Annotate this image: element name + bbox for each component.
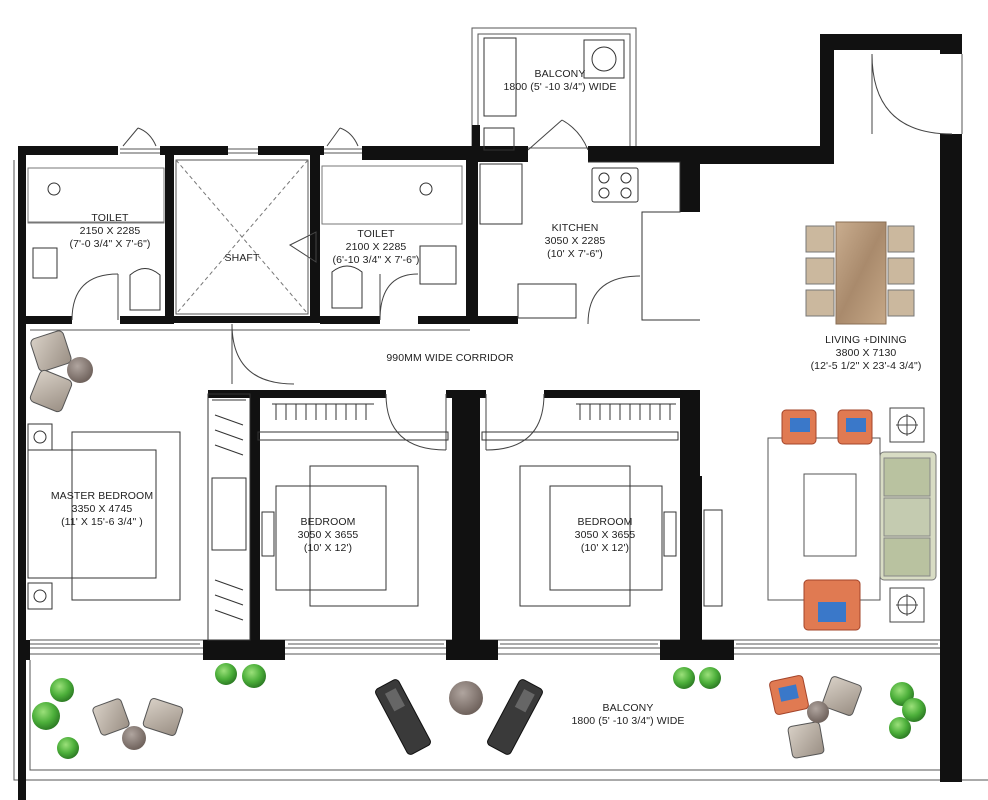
- kitchen-size-mm: 3050 X 2285: [544, 235, 606, 247]
- corridor-label: 990MM WIDE CORRIDOR: [386, 352, 513, 365]
- living-size-mm: 3800 X 7130: [835, 347, 897, 359]
- corridor-chairs: [29, 330, 93, 413]
- toilet-left-name: TOILET: [91, 212, 129, 224]
- toilet-left-size-ft: (7'-0 3/4" X 7'-6"): [69, 238, 151, 250]
- windows: [30, 54, 963, 645]
- living-name: LIVING +DINING: [825, 334, 907, 346]
- toilet-right-size-mm: 2100 X 2285: [345, 241, 407, 253]
- balcony-top-label: BALCONY 1800 (5' -10 3/4") WIDE: [503, 68, 616, 94]
- master-bedroom-size-ft: (11' X 15'-6 3/4" ): [61, 516, 143, 528]
- balcony-plants: [32, 663, 926, 759]
- bedroom-2-size-mm: 3050 X 3655: [574, 529, 636, 541]
- bedroom-2-name: BEDROOM: [577, 516, 633, 528]
- living-sofa-set: [767, 407, 937, 631]
- corridor-name: 990MM WIDE CORRIDOR: [386, 352, 514, 364]
- balcony-bottom-label: BALCONY 1800 (5' -10 3/4") WIDE: [571, 702, 684, 728]
- toilet-right-size-ft: (6'-10 3/4" X 7'-6"): [332, 254, 420, 266]
- bedroom-2-label: BEDROOM 3050 X 3655 (10' X 12'): [575, 516, 636, 555]
- toilet-left-label: TOILET 2150 X 2285 (7'-0 3/4" X 7'-6"): [69, 212, 150, 251]
- bedroom-1-label: BEDROOM 3050 X 3655 (10' X 12'): [298, 516, 359, 555]
- kitchen-label: KITCHEN 3050 X 2285 (10' X 7'-6"): [545, 222, 606, 261]
- master-bedroom-size-mm: 3350 X 4745: [71, 503, 133, 515]
- living-label: LIVING +DINING 3800 X 7130 (12'-5 1/2" X…: [811, 334, 922, 373]
- kitchen-name: KITCHEN: [551, 222, 599, 234]
- living-size-ft: (12'-5 1/2" X 23'-4 3/4"): [810, 360, 922, 372]
- shaft-label: SHAFT: [225, 252, 260, 265]
- balcony-bottom-name: BALCONY: [602, 702, 654, 714]
- balcony-loungers: [92, 675, 862, 759]
- balcony-top-size: 1800 (5' -10 3/4") WIDE: [503, 81, 617, 93]
- bedroom-1-size-ft: (10' X 12'): [303, 542, 353, 554]
- bedroom-2-size-ft: (10' X 12'): [580, 542, 630, 554]
- bedroom-1-name: BEDROOM: [300, 516, 356, 528]
- master-bedroom-name: MASTER BEDROOM: [50, 490, 154, 502]
- door-swings: [71, 53, 953, 451]
- kitchen-size-ft: (10' X 7'-6"): [547, 248, 603, 260]
- toilet-right-label: TOILET 2100 X 2285 (6'-10 3/4" X 7'-6"): [333, 228, 420, 267]
- thin-outlines: [13, 27, 988, 781]
- shaft-name: SHAFT: [224, 252, 260, 264]
- toilet-right-name: TOILET: [357, 228, 395, 240]
- dining-table: [805, 221, 915, 325]
- balcony-bottom-size: 1800 (5' -10 3/4") WIDE: [571, 715, 685, 727]
- furniture: [27, 37, 723, 641]
- balcony-top-name: BALCONY: [534, 68, 586, 80]
- walls: [18, 34, 962, 800]
- toilet-left-size-mm: 2150 X 2285: [79, 225, 141, 237]
- master-bedroom-label: MASTER BEDROOM 3350 X 4745 (11' X 15'-6 …: [51, 490, 153, 529]
- bedroom-1-size-mm: 3050 X 3655: [297, 529, 359, 541]
